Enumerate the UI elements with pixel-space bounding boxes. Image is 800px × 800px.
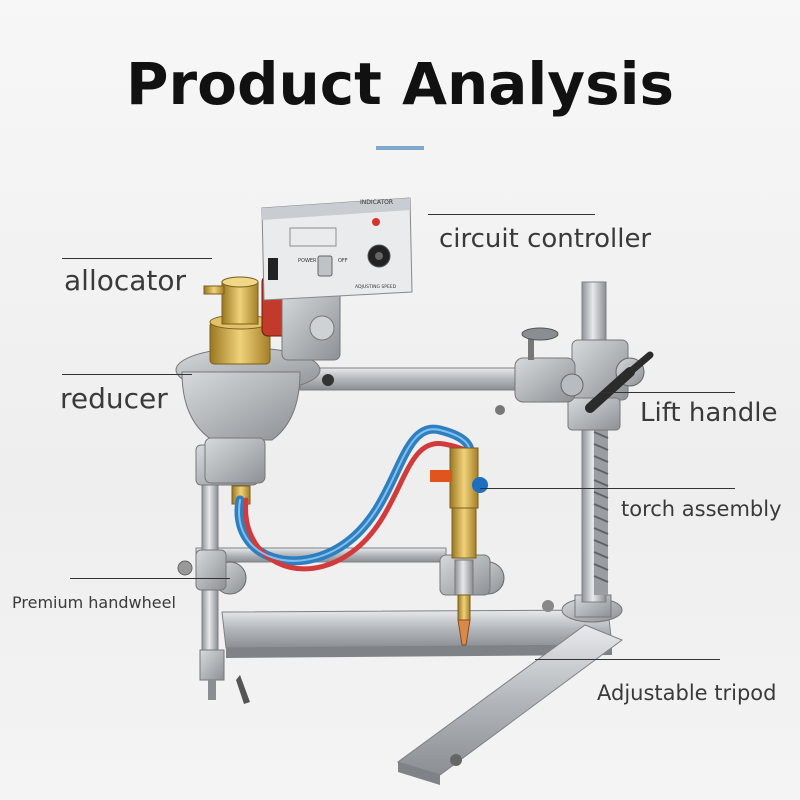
lift-column [567, 281, 629, 603]
lift-handle [585, 351, 654, 413]
torch-assembly-part [430, 447, 488, 646]
horizontal-arm [299, 327, 584, 415]
allocator-brass [203, 276, 271, 505]
leader-reducer [62, 374, 192, 375]
controller-power-text: POWER [298, 258, 317, 264]
page-title: Product Analysis [126, 50, 674, 118]
controller-off-text: OFF [338, 258, 348, 264]
leader-premium-handwheel [70, 578, 230, 579]
leader-adjustable-tripod [535, 659, 720, 660]
label-allocator: allocator [64, 264, 187, 297]
label-reducer: reducer [60, 382, 168, 415]
controller-indicator-text: INDICATOR [360, 199, 393, 206]
label-lift-handle: Lift handle [640, 398, 778, 428]
leader-lift-handle [600, 392, 735, 393]
controller-box: INDICATOR POWER OFF ADJUSTING SPEED [261, 197, 413, 301]
label-adjustable-tripod: Adjustable tripod [597, 681, 777, 705]
tripod-base [221, 594, 624, 785]
controller-speed-text: ADJUSTING SPEED [355, 284, 397, 290]
title-accent-rule [376, 146, 424, 150]
leader-circuit-controller [428, 214, 595, 215]
leader-torch-assembly [480, 488, 735, 489]
leader-allocator [62, 258, 212, 259]
label-torch-assembly: torch assembly [621, 497, 782, 521]
label-circuit-controller: circuit controller [439, 224, 652, 254]
label-premium-handwheel: Premium handwheel [12, 593, 176, 612]
